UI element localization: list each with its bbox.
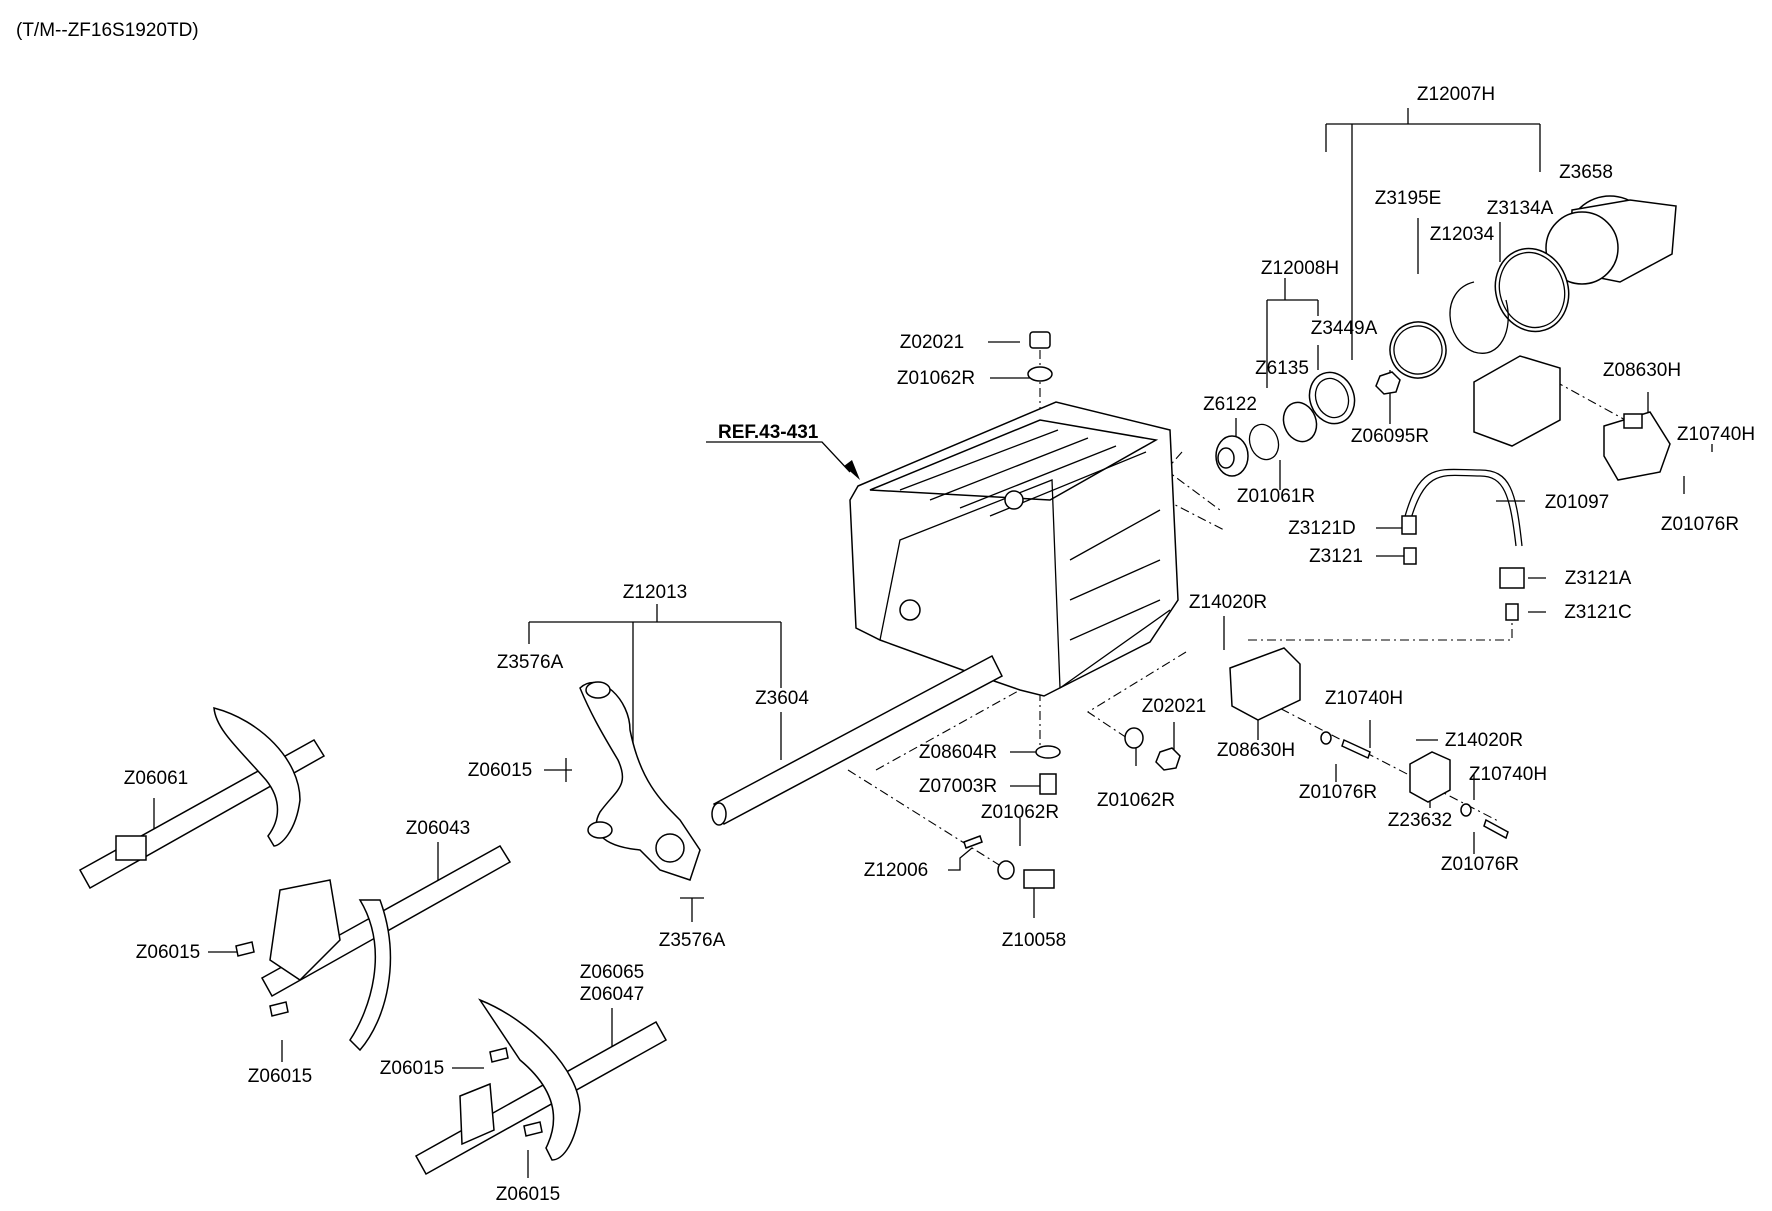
shift-rail-z06065 — [414, 998, 668, 1176]
callout-z14020r-mid: Z14020R — [1189, 592, 1267, 613]
callout-z02021-lower: Z02021 — [1142, 696, 1206, 717]
callout-z3121a: Z3121A — [1565, 568, 1632, 589]
callout-z01076r-bottom: Z01076R — [1441, 854, 1519, 875]
valve-z08630h-lower — [1229, 647, 1301, 721]
callout-z01061r: Z01061R — [1237, 486, 1315, 507]
model-header: (T/M--ZF16S1920TD) — [16, 20, 199, 41]
callout-z12006: Z12006 — [864, 860, 928, 881]
seal-ring-z3134a — [1494, 247, 1570, 333]
callout-z23632: Z23632 — [1388, 810, 1452, 831]
ring-z3195e — [1389, 321, 1447, 379]
callout-z3134a: Z3134A — [1487, 198, 1554, 219]
oring-z01061r — [1248, 423, 1280, 461]
callout-z3121d: Z3121D — [1288, 518, 1356, 539]
callout-z10058: Z10058 — [1002, 930, 1066, 951]
shift-rail-z3604 — [711, 654, 1003, 826]
callout-z10740h-lower-right: Z10740H — [1469, 764, 1547, 785]
callout-z08604r: Z08604R — [919, 742, 997, 763]
plug-z02021-top — [1027, 331, 1053, 382]
callout-z06015-fork: Z06015 — [468, 760, 532, 781]
fitting-z3121a — [1499, 567, 1525, 621]
callout-z12013: Z12013 — [623, 582, 687, 603]
callout-labels: Z12007H Z3195E Z3134A Z3658 Z12034 Z1200… — [124, 84, 1755, 1205]
callout-z01076r-right: Z01076R — [1661, 514, 1739, 535]
shift-fork-z3576a — [579, 681, 701, 881]
shift-rail-z06061 — [78, 707, 326, 890]
nut-z06095r — [1375, 371, 1401, 395]
callout-z10740h-right: Z10740H — [1677, 424, 1755, 445]
snap-ring-z12034 — [1449, 281, 1509, 354]
pipe-z01097 — [1401, 468, 1523, 565]
block-z23632 — [1409, 751, 1509, 840]
callout-z12034: Z12034 — [1430, 224, 1495, 245]
callout-z06015-bottom-mid: Z06015 — [380, 1058, 444, 1079]
callout-z3449a: Z3449A — [1311, 318, 1378, 339]
end-plate-z3658 — [1545, 195, 1677, 285]
callout-z06015-bottom: Z06015 — [496, 1184, 560, 1205]
callout-z06095r: Z06095R — [1351, 426, 1429, 447]
callout-z06065: Z06065 — [580, 962, 644, 983]
callout-z3576a-bottom: Z3576A — [659, 930, 726, 951]
callout-z12007h-top: Z12007H — [1417, 84, 1495, 105]
seal-z6135 — [1282, 401, 1318, 443]
transmission-housing — [849, 401, 1179, 697]
callout-z14020r-lower: Z14020R — [1445, 730, 1523, 751]
callout-z06015-left-lower: Z06015 — [248, 1066, 312, 1087]
reference-label: REF.43-431 — [718, 422, 819, 443]
callout-z3576a-top: Z3576A — [497, 652, 564, 673]
callout-z01062r-bottom: Z01062R — [981, 802, 1059, 823]
callout-z12008h: Z12008H — [1261, 258, 1339, 279]
leader-lines — [153, 108, 1713, 1178]
callout-z07003r: Z07003R — [919, 776, 997, 797]
callout-z10740h-lower: Z10740H — [1325, 688, 1403, 709]
shift-rail-z06043 — [235, 844, 512, 1052]
bearing-z6122 — [1215, 435, 1249, 477]
callout-z3604: Z3604 — [755, 688, 809, 709]
callout-z3195e: Z3195E — [1375, 188, 1442, 209]
seal-z3449a — [1308, 371, 1356, 425]
callout-z3121: Z3121 — [1309, 546, 1363, 567]
callout-z01097: Z01097 — [1545, 492, 1609, 513]
callout-z06015-left: Z06015 — [136, 942, 200, 963]
sensor-parts — [963, 727, 1181, 889]
callout-z01076r-lower: Z01076R — [1299, 782, 1377, 803]
valve-block-z08630h — [1473, 355, 1671, 481]
callout-z3658: Z3658 — [1559, 162, 1613, 183]
callout-z06047: Z06047 — [580, 984, 644, 1005]
callout-z06061: Z06061 — [124, 768, 188, 789]
callout-z01062r-top: Z01062R — [897, 368, 975, 389]
callout-z6135: Z6135 — [1255, 358, 1309, 379]
callout-z01062r-lower: Z01062R — [1097, 790, 1175, 811]
callout-z08630h-lower: Z08630H — [1217, 740, 1295, 761]
callout-z06043: Z06043 — [406, 818, 470, 839]
bolt-z10740h-lower — [1320, 731, 1371, 760]
callout-z6122: Z6122 — [1203, 394, 1257, 415]
callout-z3121c: Z3121C — [1564, 602, 1632, 623]
callout-z02021-top: Z02021 — [900, 332, 964, 353]
callout-z08630h-right: Z08630H — [1603, 360, 1681, 381]
